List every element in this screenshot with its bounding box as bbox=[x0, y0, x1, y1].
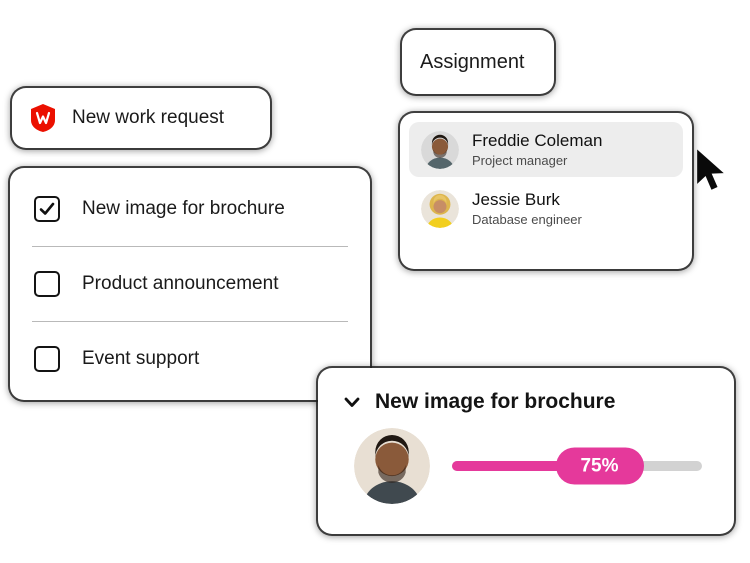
assignment-title: Assignment bbox=[420, 50, 525, 73]
person-row-freddie[interactable]: Freddie Coleman Project manager bbox=[409, 122, 683, 177]
avatar-jessie-burk bbox=[421, 189, 459, 228]
person-name: Jessie Burk bbox=[472, 190, 560, 209]
cursor-icon bbox=[694, 148, 726, 192]
list-item[interactable]: Product announcement bbox=[10, 247, 370, 321]
progress-pill[interactable]: 75% bbox=[555, 447, 644, 485]
checkbox-checked[interactable] bbox=[34, 196, 60, 222]
assignment-people-card: Freddie Coleman Project manager bbox=[400, 113, 692, 269]
new-work-request-button[interactable]: New work request bbox=[12, 88, 270, 148]
person-row-jessie[interactable]: Jessie Burk Database engineer bbox=[409, 181, 683, 236]
checklist-item-label: Product announcement bbox=[82, 273, 279, 294]
checklist-item-label: New image for brochure bbox=[82, 198, 285, 219]
list-item[interactable]: Event support bbox=[10, 322, 370, 396]
divider bbox=[32, 321, 348, 322]
progress-slider[interactable]: 75% bbox=[452, 447, 702, 485]
avatar-freddie-coleman-large bbox=[354, 428, 430, 504]
person-name: Freddie Coleman bbox=[472, 131, 603, 150]
person-role: Project manager bbox=[472, 153, 568, 168]
divider bbox=[32, 246, 348, 247]
workfront-logo-icon bbox=[28, 103, 58, 133]
chevron-down-icon[interactable] bbox=[342, 392, 362, 412]
new-work-request-label: New work request bbox=[72, 107, 225, 128]
progress-header: New image for brochure bbox=[342, 390, 615, 414]
checkbox-unchecked[interactable] bbox=[34, 271, 60, 297]
checkbox-unchecked[interactable] bbox=[34, 346, 60, 372]
request-type-list: New image for brochure Product announcem… bbox=[10, 168, 370, 400]
slider-fill[interactable]: 75% bbox=[452, 447, 644, 485]
task-title: New image for brochure bbox=[375, 390, 616, 413]
task-progress-card: New image for brochure 75% bbox=[318, 368, 734, 534]
avatar-freddie-coleman bbox=[421, 130, 459, 169]
person-role: Database engineer bbox=[472, 212, 582, 227]
assignment-card: Assignment bbox=[402, 30, 554, 94]
checkmark-icon bbox=[39, 202, 55, 215]
list-item[interactable]: New image for brochure bbox=[10, 172, 370, 246]
checklist-item-label: Event support bbox=[82, 348, 200, 369]
